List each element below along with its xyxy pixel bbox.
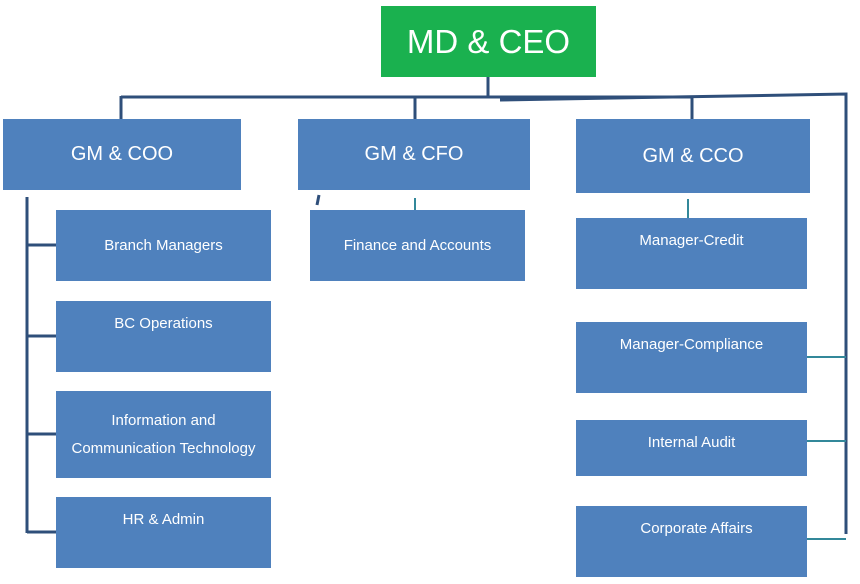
md-ceo-label: MD & CEO xyxy=(406,22,571,60)
branch-managers-box: Branch Managers xyxy=(56,210,271,281)
internal-audit-box: Internal Audit xyxy=(576,420,807,476)
gm-cco-label: GM & CCO xyxy=(642,144,744,167)
corporate-affairs-box: Corporate Affairs xyxy=(576,506,807,577)
corporate-affairs-label: Corporate Affairs xyxy=(640,520,753,537)
gm-coo-label: GM & COO xyxy=(70,143,174,165)
finance-accounts-label: Finance and Accounts xyxy=(343,236,492,254)
manager-compliance-box: Manager-Compliance xyxy=(576,322,807,393)
gm-coo-box: GM & COO xyxy=(3,119,241,190)
ict-box: Information and Communication Technology xyxy=(56,391,271,478)
hr-admin-label: HR & Admin xyxy=(122,511,205,528)
bc-operations-label: BC Operations xyxy=(114,315,213,332)
bc-operations-box: BC Operations xyxy=(56,301,271,372)
md-ceo-box: MD & CEO xyxy=(381,6,596,77)
gm-cco-box: GM & CCO xyxy=(576,119,810,193)
branch-managers-label: Branch Managers xyxy=(104,236,223,254)
internal-audit-label: Internal Audit xyxy=(647,434,736,451)
hr-admin-box: HR & Admin xyxy=(56,497,271,568)
manager-compliance-label: Manager-Compliance xyxy=(619,336,764,353)
ict-label: Information and Communication Technology xyxy=(71,411,256,457)
gm-cfo-box: GM & CFO xyxy=(298,119,530,190)
manager-credit-label: Manager-Credit xyxy=(639,232,744,249)
gm-cfo-label: GM & CFO xyxy=(364,143,464,165)
manager-credit-box: Manager-Credit xyxy=(576,218,807,289)
finance-accounts-box: Finance and Accounts xyxy=(310,210,525,281)
